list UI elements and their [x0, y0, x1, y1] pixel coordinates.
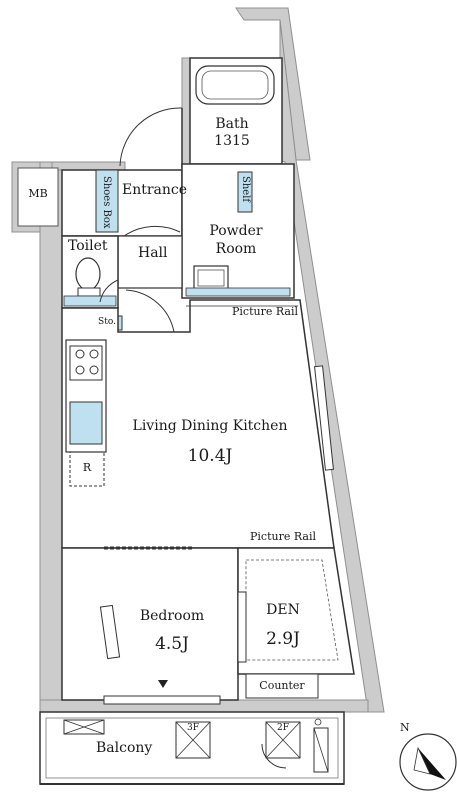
- bedroom-area: [61, 546, 239, 705]
- water-heater-icon: [313, 718, 329, 773]
- ldk-label: Living Dining Kitchen: [132, 418, 288, 434]
- bedroom-closet-marker: [99, 604, 121, 660]
- hatch-3f-label: 3F: [187, 723, 199, 733]
- powder-room-label-1: Powder: [209, 223, 263, 239]
- vanity-counter: [185, 287, 291, 297]
- powder-room-label-2: Room: [215, 241, 257, 257]
- bath-label: Bath: [215, 116, 249, 132]
- storage-label: Sto.: [98, 317, 116, 327]
- entrance-label: Entrance: [122, 182, 188, 198]
- den-area: [237, 547, 355, 699]
- shelf-label: Shelf: [240, 176, 251, 203]
- balcony-area: [39, 711, 345, 785]
- outdoor-unit-icon: [63, 719, 105, 735]
- entrance-door-swing: [119, 107, 183, 167]
- ldk-window: [314, 365, 334, 471]
- mb-box: [17, 167, 59, 227]
- ldk-size: 10.4J: [187, 446, 233, 466]
- sink-icon: [69, 401, 103, 445]
- counter-label: Counter: [259, 679, 305, 692]
- powder-room-area: [181, 163, 295, 299]
- ldk-area: [61, 299, 335, 549]
- balcony-label: Balcony: [96, 740, 153, 756]
- hall-label: Hall: [138, 245, 168, 261]
- hatch-2f-label: 2F: [277, 723, 289, 733]
- toilet-bowl-icon: [75, 257, 101, 291]
- toilet-area: [61, 235, 119, 309]
- shelf-fixture: [237, 171, 253, 213]
- bedroom-size: 4.5J: [155, 634, 189, 654]
- den-label: DEN: [266, 602, 300, 618]
- den-size: 2.9J: [266, 629, 300, 649]
- picture-rail-lower-label: Picture Rail: [250, 530, 316, 543]
- compass-north-label: N: [400, 721, 410, 734]
- bedroom-label: Bedroom: [139, 608, 205, 624]
- bathtub-icon: [195, 65, 275, 105]
- picture-rail-upper-label: Picture Rail: [232, 305, 298, 318]
- compass-icon: [399, 733, 457, 791]
- toilet-counter: [63, 295, 117, 307]
- hatch-left-icon: [175, 721, 211, 759]
- hatch-right-icon: [261, 721, 301, 769]
- den-counter: [245, 673, 319, 699]
- refrigerator-label: R: [82, 461, 92, 474]
- stove-icon: [69, 345, 103, 381]
- bath-code: 1315: [214, 133, 250, 149]
- refrigerator-space: [69, 451, 105, 487]
- toilet-label: Toilet: [68, 238, 108, 254]
- shoes-box-label: Shoes Box: [101, 176, 112, 229]
- arrow-down-icon: [158, 680, 168, 688]
- hall-area: [117, 225, 183, 333]
- bedroom-window: [103, 695, 221, 705]
- bath-area: [189, 57, 283, 165]
- mb-label: MB: [28, 187, 48, 200]
- entrance-area: [61, 107, 183, 237]
- shoes-box-fixture: [95, 169, 119, 233]
